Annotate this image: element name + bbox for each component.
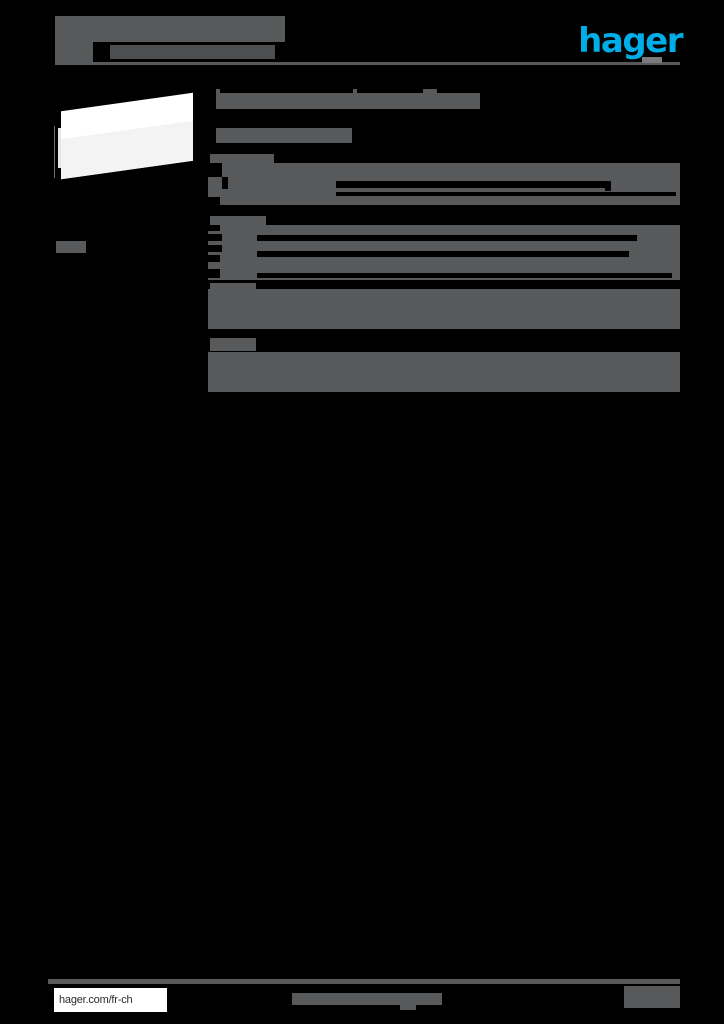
header-divider-cap [642,57,662,63]
page-title [55,16,285,42]
footer-center-text-secondary [400,1003,416,1010]
hager-logo: hager [578,21,683,61]
table-row [208,197,220,205]
table-row [336,181,611,188]
spec-section-2-label [210,216,266,227]
spec-section-1-label [210,154,274,165]
footer-divider [48,979,680,984]
table-row [208,245,222,252]
spec-section-1-table [208,163,680,205]
table-row [257,273,672,278]
table-row [257,235,637,241]
header-divider [55,62,680,65]
table-row [222,177,228,189]
product-edge [58,128,62,168]
spec-section-3-label [210,283,256,293]
footer-url-text: hager.com/fr-ch [59,994,133,1006]
table-row [336,192,676,196]
table-row [208,234,222,241]
table-row [208,269,220,278]
page-subtitle [110,45,275,59]
table-row [208,163,222,177]
spec-section-4-table [208,352,680,392]
title-accent-3 [423,89,437,94]
footer-url-link[interactable]: hager.com/fr-ch [54,988,167,1012]
product-dimension-line [54,126,55,178]
spec-section-3-table [208,289,680,329]
product-heading [216,93,480,109]
table-row [605,185,611,191]
table-row [257,251,629,257]
footer-center-text [292,993,442,1005]
title-accent-1 [216,89,220,94]
product-image [53,88,198,184]
table-row [208,225,220,231]
page-subtitle-badge [55,42,93,64]
spec-section-2-table [208,225,680,280]
title-accent-2 [353,89,357,94]
spec-section-4-label [210,338,256,351]
table-row [208,255,220,262]
product-subheading [216,128,352,143]
product-caption [56,241,86,253]
footer-page-number [624,986,680,1008]
